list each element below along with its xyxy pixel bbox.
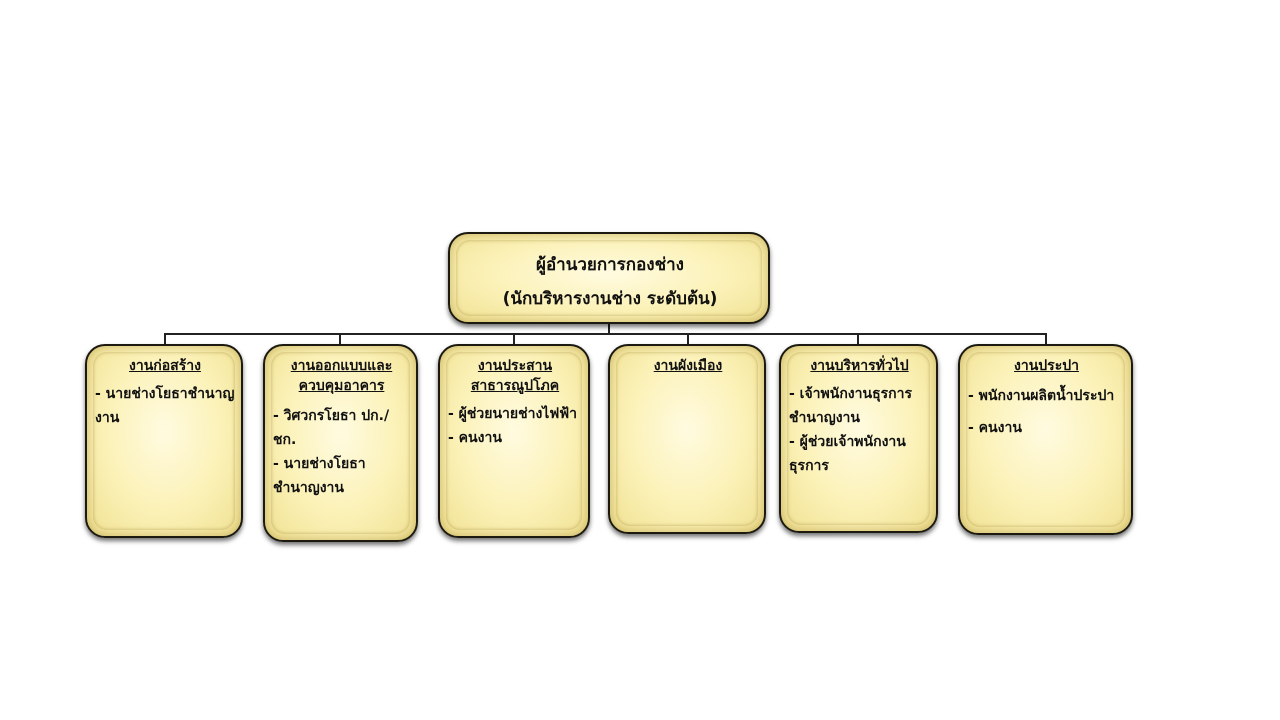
connector-drop-2	[339, 333, 341, 345]
connector-horizontal	[164, 333, 1047, 335]
connector-drop-1	[164, 333, 166, 345]
unit-box-design: งานออกแบบและควบคุมอาคาร - วิศวกรโยธา ปก.…	[263, 344, 418, 542]
unit-box-waterworks: งานประปา - พนักงานผลิตน้ำประปา - คนงาน	[958, 344, 1133, 535]
unit-title-general-admin: งานบริหารทั่วไป	[810, 358, 909, 374]
unit-item: - นายช่างโยธาชำนาญงาน	[273, 456, 366, 496]
director-subtitle: (นักบริหารงานช่าง ระดับต้น)	[502, 289, 718, 309]
unit-item: - ผู้ช่วยนายช่างไฟฟ้า	[448, 406, 578, 422]
unit-item: - วิศวกรโยธา ปก./ชก.	[273, 408, 390, 448]
unit-box-general-admin: งานบริหารทั่วไป - เจ้าพนักงานธุรการชำนาญ…	[779, 344, 938, 533]
unit-title-utilities: งานประสานสาธารณูปโภค	[470, 358, 560, 394]
unit-title-design: งานออกแบบและควบคุมอาคาร	[290, 358, 393, 394]
connector-drop-6	[1045, 333, 1047, 345]
unit-item: - เจ้าพนักงานธุรการชำนาญงาน	[789, 386, 912, 426]
connector-drop-3	[513, 333, 515, 345]
unit-item: - คนงาน	[968, 420, 1022, 436]
unit-item: - ผู้ช่วยเจ้าพนักงานธุรการ	[789, 434, 906, 474]
unit-item: - พนักงานผลิตน้ำประปา	[968, 388, 1115, 404]
unit-title-city-planning: งานผังเมือง	[653, 358, 723, 374]
director-box: ผู้อำนวยการกองช่าง (นักบริหารงานช่าง ระด…	[448, 232, 770, 324]
unit-title-construction: งานก่อสร้าง	[129, 358, 201, 374]
connector-top-vertical	[608, 322, 610, 334]
unit-box-utilities: งานประสานสาธารณูปโภค - ผู้ช่วยนายช่างไฟฟ…	[438, 344, 590, 538]
connector-drop-5	[857, 333, 859, 345]
unit-item: - นายช่างโยธาชำนาญงาน	[95, 386, 235, 426]
unit-item: - คนงาน	[448, 430, 502, 446]
unit-box-city-planning: งานผังเมือง	[608, 344, 766, 534]
unit-box-construction: งานก่อสร้าง - นายช่างโยธาชำนาญงาน	[85, 344, 243, 538]
connector-drop-4	[687, 333, 689, 345]
unit-title-waterworks: งานประปา	[1014, 358, 1079, 374]
director-title: ผู้อำนวยการกองช่าง	[535, 255, 684, 275]
